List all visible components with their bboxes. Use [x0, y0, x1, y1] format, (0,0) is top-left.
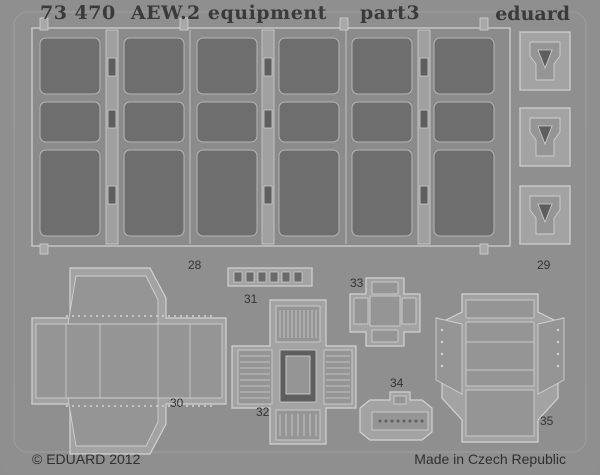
part-label: part3: [360, 2, 421, 24]
part-number-35: 35: [540, 414, 554, 428]
sheet-title: 73 470 AEW.2 equipment part3: [40, 2, 420, 24]
copyright-text: © EDUARD 2012: [32, 451, 141, 467]
part-number-28: 28: [188, 258, 202, 272]
sheet-border: [13, 11, 587, 453]
part-34-small-bracket: [359, 391, 433, 441]
part-number-33: 33: [350, 276, 364, 290]
title-text: AEW.2 equipment: [130, 2, 327, 24]
part-28-panel-grid: [31, 17, 511, 255]
part-number-29: 29: [537, 258, 551, 272]
origin-text: Made in Czech Republic: [414, 451, 566, 467]
part-number-34: 34: [390, 376, 404, 390]
part-31-comb-strip: [227, 267, 313, 287]
part-30-box-net: [31, 267, 227, 455]
part-number-30: 30: [170, 396, 184, 410]
part-33-small-cross: [349, 277, 421, 347]
part-32-cross: [231, 299, 357, 445]
brand-logo-text: eduard: [495, 3, 570, 25]
part-29-brackets: [519, 31, 571, 245]
part-35-box-net: [435, 293, 565, 443]
product-code: 73 470: [40, 2, 116, 24]
part-number-32: 32: [256, 405, 270, 419]
part-number-31: 31: [244, 292, 258, 306]
